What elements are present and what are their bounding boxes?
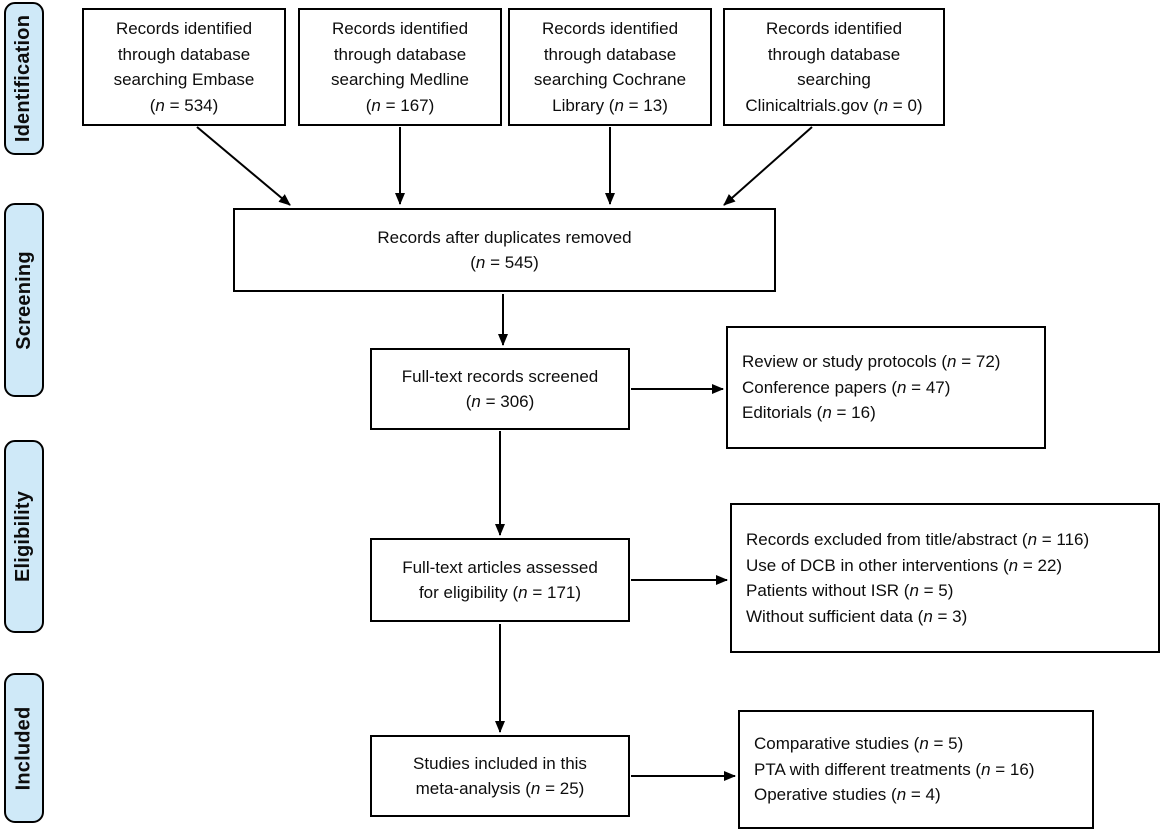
flow-box-duplicates-removed-text: Records after duplicates removed (n = 54… — [377, 227, 632, 273]
source-box-clinicaltrials-text: Records identified through database sear… — [745, 19, 923, 115]
stage-label-included-text: Included — [12, 706, 35, 790]
flow-box-articles-assessed: Full-text articles assessed for eligibil… — [370, 538, 630, 622]
source-box-medline-text: Records identified through database sear… — [331, 19, 469, 115]
flow-box-records-screened-text: Full-text records screened (n = 306) — [401, 366, 599, 412]
exclusion-box-eligibility: Records excluded from title/abstract (n … — [730, 503, 1160, 653]
arrow-clinicaltrials-to-duplicates — [723, 126, 813, 206]
flow-box-records-screened: Full-text records screened (n = 306) — [370, 348, 630, 430]
source-box-clinicaltrials: Records identified through database sear… — [723, 8, 945, 126]
breakdown-box-included-text: Comparative studies (n = 5) PTA with dif… — [754, 734, 1035, 805]
source-box-embase: Records identified through database sear… — [82, 8, 286, 126]
source-box-medline: Records identified through database sear… — [298, 8, 502, 126]
stage-label-eligibility-text: Eligibility — [12, 490, 35, 583]
stage-label-identification: Identification — [4, 2, 44, 155]
stage-label-screening-text: Screening — [12, 250, 35, 350]
source-box-cochrane: Records identified through database sear… — [508, 8, 712, 126]
source-box-embase-text: Records identified through database sear… — [113, 19, 255, 115]
flow-box-studies-included-text: Studies included in this meta-analysis (… — [413, 753, 587, 799]
breakdown-box-included: Comparative studies (n = 5) PTA with dif… — [738, 710, 1094, 829]
flow-box-studies-included: Studies included in this meta-analysis (… — [370, 735, 630, 817]
flow-box-duplicates-removed: Records after duplicates removed (n = 54… — [233, 208, 776, 292]
exclusion-box-eligibility-text: Records excluded from title/abstract (n … — [746, 530, 1090, 626]
stage-label-included: Included — [4, 673, 44, 823]
arrow-embase-to-duplicates — [196, 126, 291, 206]
exclusion-box-screening-text: Review or study protocols (n = 72) Confe… — [742, 352, 1001, 423]
source-box-cochrane-text: Records identified through database sear… — [533, 19, 687, 115]
stage-label-eligibility: Eligibility — [4, 440, 44, 633]
exclusion-box-screening: Review or study protocols (n = 72) Confe… — [726, 326, 1046, 449]
stage-label-screening: Screening — [4, 203, 44, 397]
flow-box-articles-assessed-text: Full-text articles assessed for eligibil… — [402, 557, 598, 603]
stage-label-identification-text: Identification — [12, 14, 35, 143]
